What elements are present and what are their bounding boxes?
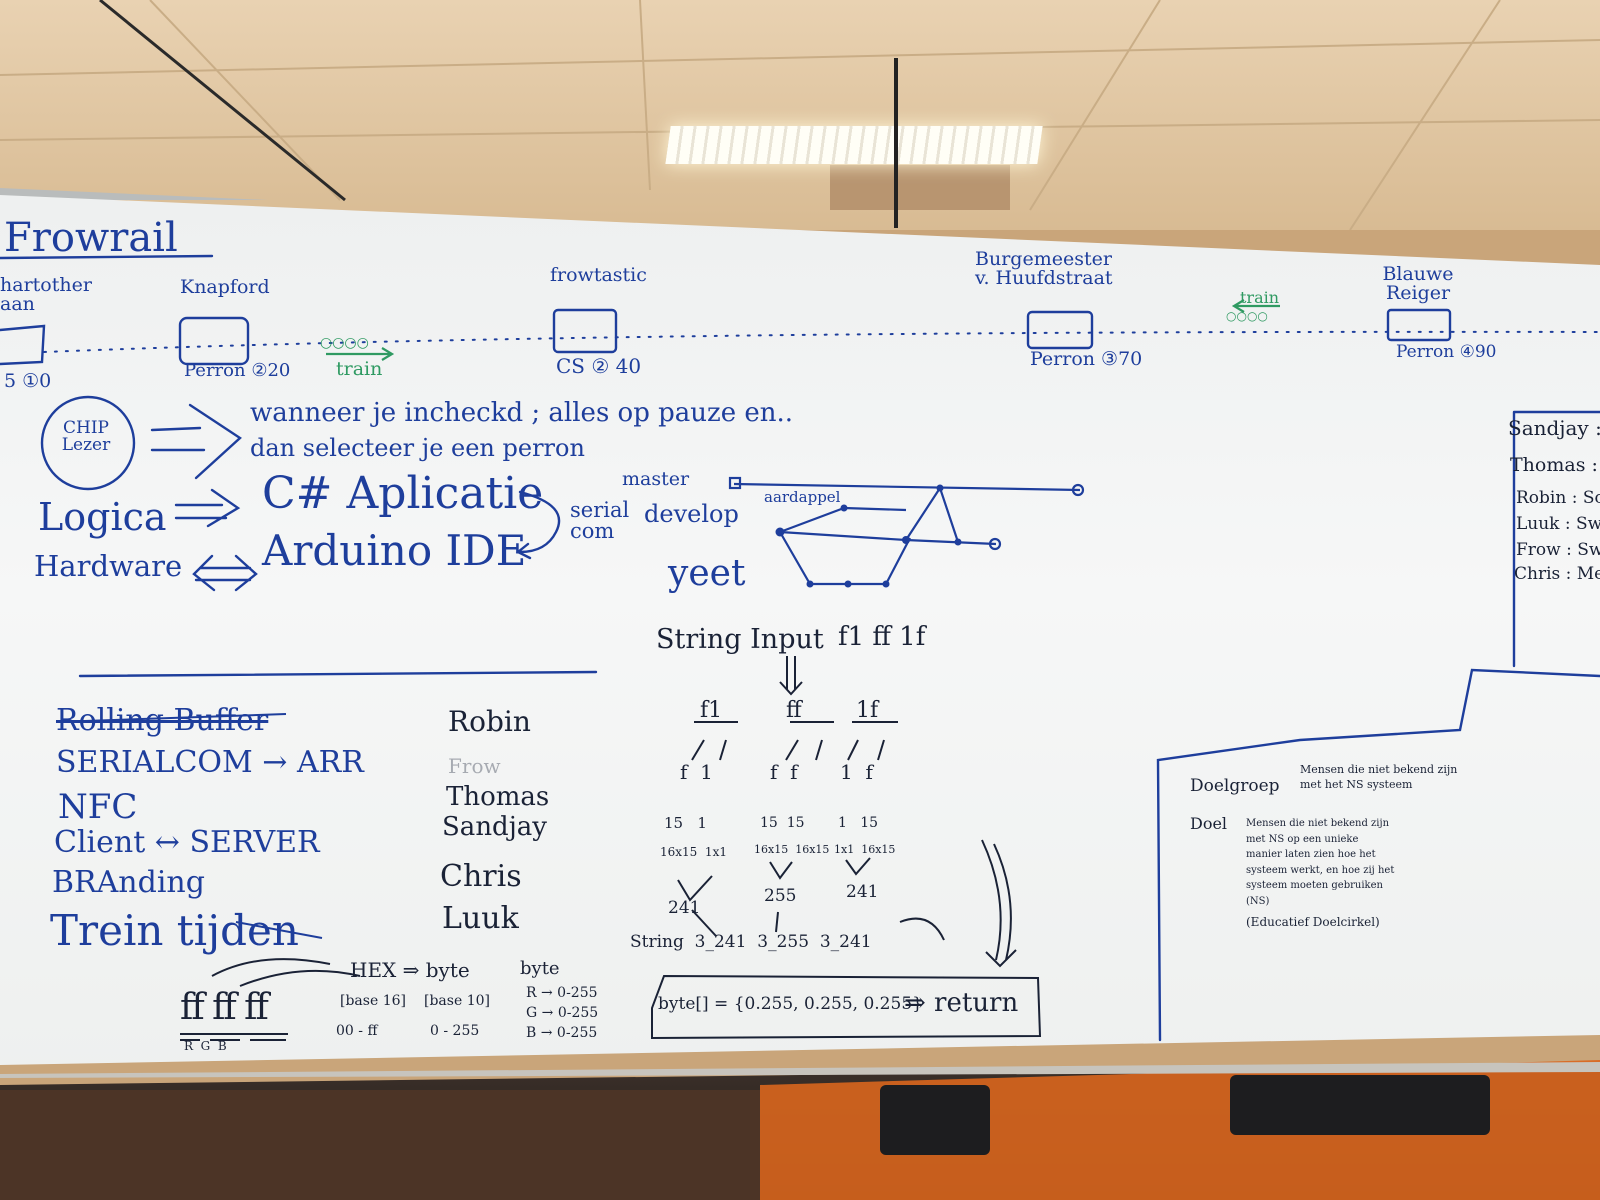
hardware-label: Hardware [34, 549, 183, 583]
role-6: Chris : Me [1514, 564, 1600, 584]
group-result-3: 241 [846, 882, 879, 902]
role-2: Thomas : [1510, 454, 1598, 476]
whiteboard [0, 195, 1600, 1065]
task-item-6: Trein tijden [50, 906, 299, 955]
chip-reader-label: CHIP Lezer [61, 418, 111, 455]
role-1: Sandjay : [1508, 416, 1600, 440]
person-name-4: Sandjay [442, 812, 547, 842]
group-result-2: 255 [764, 886, 797, 906]
person-name-6: Luuk [442, 901, 519, 936]
hex-codes: f1 ff 1f [838, 622, 926, 652]
rgb-range-g: G → 0-255 [526, 1005, 599, 1021]
group-code-3: 1f [856, 698, 879, 723]
role-3: Robin : Sc [1516, 488, 1600, 508]
board-title: Frowrail [4, 215, 178, 261]
station-label-2: Perron ②20 [184, 360, 291, 381]
person-name-3: Thomas [446, 782, 550, 812]
base10-label: [base 10] [424, 993, 490, 1009]
base16-label: [base 16] [340, 993, 406, 1009]
educatief-label: (Educatief Doelcirkel) [1246, 915, 1380, 929]
return-label: ⇒ return [904, 988, 1019, 1018]
logica-label: Logica [38, 495, 167, 539]
station-name-5: Blauwe Reiger [1382, 263, 1454, 304]
string-input-label: String Input [656, 624, 824, 655]
station-name-1: hartother aan [0, 274, 92, 315]
doel-text: Mensen die niet bekend zijn met NS op ee… [1246, 818, 1395, 907]
group-code-2: ff [786, 698, 802, 723]
group-chars-1: f 1 [680, 760, 713, 784]
train-wagons-2: ○○○○ [1226, 309, 1268, 323]
group-chars-2: f f [770, 760, 798, 784]
byte-label: byte [520, 958, 560, 979]
byte-array: byte[] = {0.255, 0.255, 0.255} [658, 994, 923, 1014]
role-4: Luuk : Sw [1516, 514, 1600, 534]
station-label-3: CS ② 40 [556, 354, 642, 378]
task-item-3: NFC [58, 787, 138, 827]
train-label-2: train [1240, 288, 1280, 307]
git-master: master [622, 468, 690, 490]
station-name-3: frowtastic [550, 264, 647, 286]
chip-text-line1: wanneer je incheckd ; alles op pauze en.… [250, 398, 794, 428]
git-aardappel: aardappel [764, 488, 841, 506]
csharp-app: C# Aplicatie [262, 468, 544, 519]
train-wagons-1: ○○○○ [320, 335, 369, 351]
station-label-4: Perron ③70 [1030, 348, 1143, 370]
string-output-line: String 3_241 3_255 3_241 [630, 932, 872, 952]
office-chair-2 [1230, 1075, 1490, 1135]
group-mult-3: 1x1 16x15 [834, 843, 896, 856]
station-label-5: Perron ④90 [1396, 342, 1497, 362]
station-label-1: 5 ①0 [4, 370, 52, 392]
range16-label: 00 - ff [336, 1023, 378, 1039]
ceiling [0, 0, 1600, 230]
group-chars-3: 1 f [840, 760, 873, 784]
person-name-1: Robin [448, 705, 531, 738]
station-name-4: Burgemeester v. Huufdstraat [975, 248, 1113, 289]
chip-text-line2: dan selecteer je een perron [250, 434, 585, 462]
hex-triplet: ff ff ff [180, 987, 269, 1028]
group-mult-2: 16x15 16x15 [754, 843, 830, 856]
group-mult-1: 16x15 1x1 [660, 845, 727, 859]
person-name-2: Frow [448, 754, 501, 778]
rgb-range-b: B → 0-255 [526, 1025, 598, 1041]
station-name-2: Knapford [180, 276, 270, 298]
role-5: Frow : Sw [1516, 540, 1600, 560]
doelgroep-label: Doelgroep [1190, 776, 1280, 796]
group-vals-2: 15 15 [760, 815, 805, 831]
office-chair [880, 1085, 990, 1155]
rgb-range-r: R → 0-255 [526, 985, 598, 1001]
group-vals-1: 15 1 [664, 814, 707, 832]
task-item-1: Rolling Buffer [56, 703, 269, 738]
arduino-ide: Arduino IDE [262, 526, 527, 575]
person-name-5: Chris [440, 859, 522, 894]
hanging-cable [894, 58, 898, 228]
task-item-5: BRAnding [52, 865, 205, 900]
range10-label: 0 - 255 [430, 1023, 480, 1039]
task-item-4: Client ↔ SERVER [54, 825, 320, 860]
git-yeet: yeet [668, 553, 746, 594]
task-item-2: SERIALCOM → ARR [56, 745, 364, 780]
group-vals-3: 1 15 [838, 815, 879, 831]
hex-to-byte: HEX ⇒ byte [350, 958, 470, 982]
serial-com: serial com [570, 498, 630, 543]
rgb-under-label: R G B [184, 1039, 227, 1053]
group-code-1: f1 [700, 698, 723, 723]
train-label-1: train [336, 358, 383, 380]
group-result-1: 241 [668, 898, 701, 918]
doel-label: Doel [1190, 814, 1228, 833]
doelgroep-text: Mensen die niet bekend zijn met het NS s… [1300, 763, 1458, 792]
desk [0, 1090, 760, 1200]
git-develop: develop [644, 500, 739, 528]
